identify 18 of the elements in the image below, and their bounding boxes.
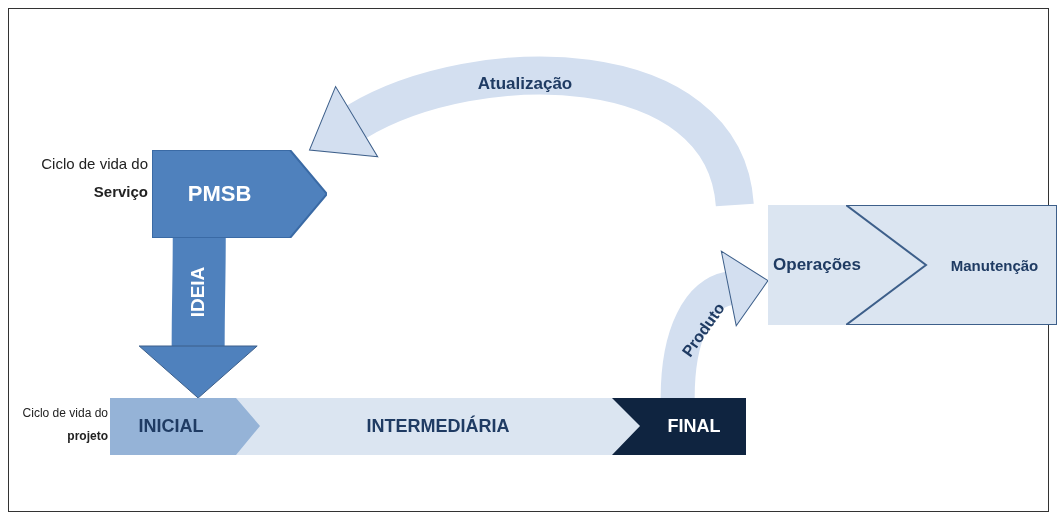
chevron-box [110,398,262,455]
block-arrow [138,237,258,399]
node-label: FINAL [667,416,721,437]
edge-label: IDEIA [187,266,209,318]
node-label: PMSB [187,181,252,207]
block-arrow [660,251,768,399]
edge-label: Atualização [477,74,573,94]
node-label: Operações [773,255,861,275]
chevron-box [236,398,640,455]
node-label: Manutenção [950,256,1039,274]
arrow-box [768,205,926,325]
block-arrow [307,56,754,209]
chevron-box [152,150,327,238]
node-label: INICIAL [138,416,204,437]
caption-text: Ciclo de vida do Serviço [40,154,148,202]
caption-text: Ciclo de vida do projeto [21,405,108,445]
node-label: INTERMEDIÁRIA [366,416,510,437]
chevron-box [612,398,746,455]
